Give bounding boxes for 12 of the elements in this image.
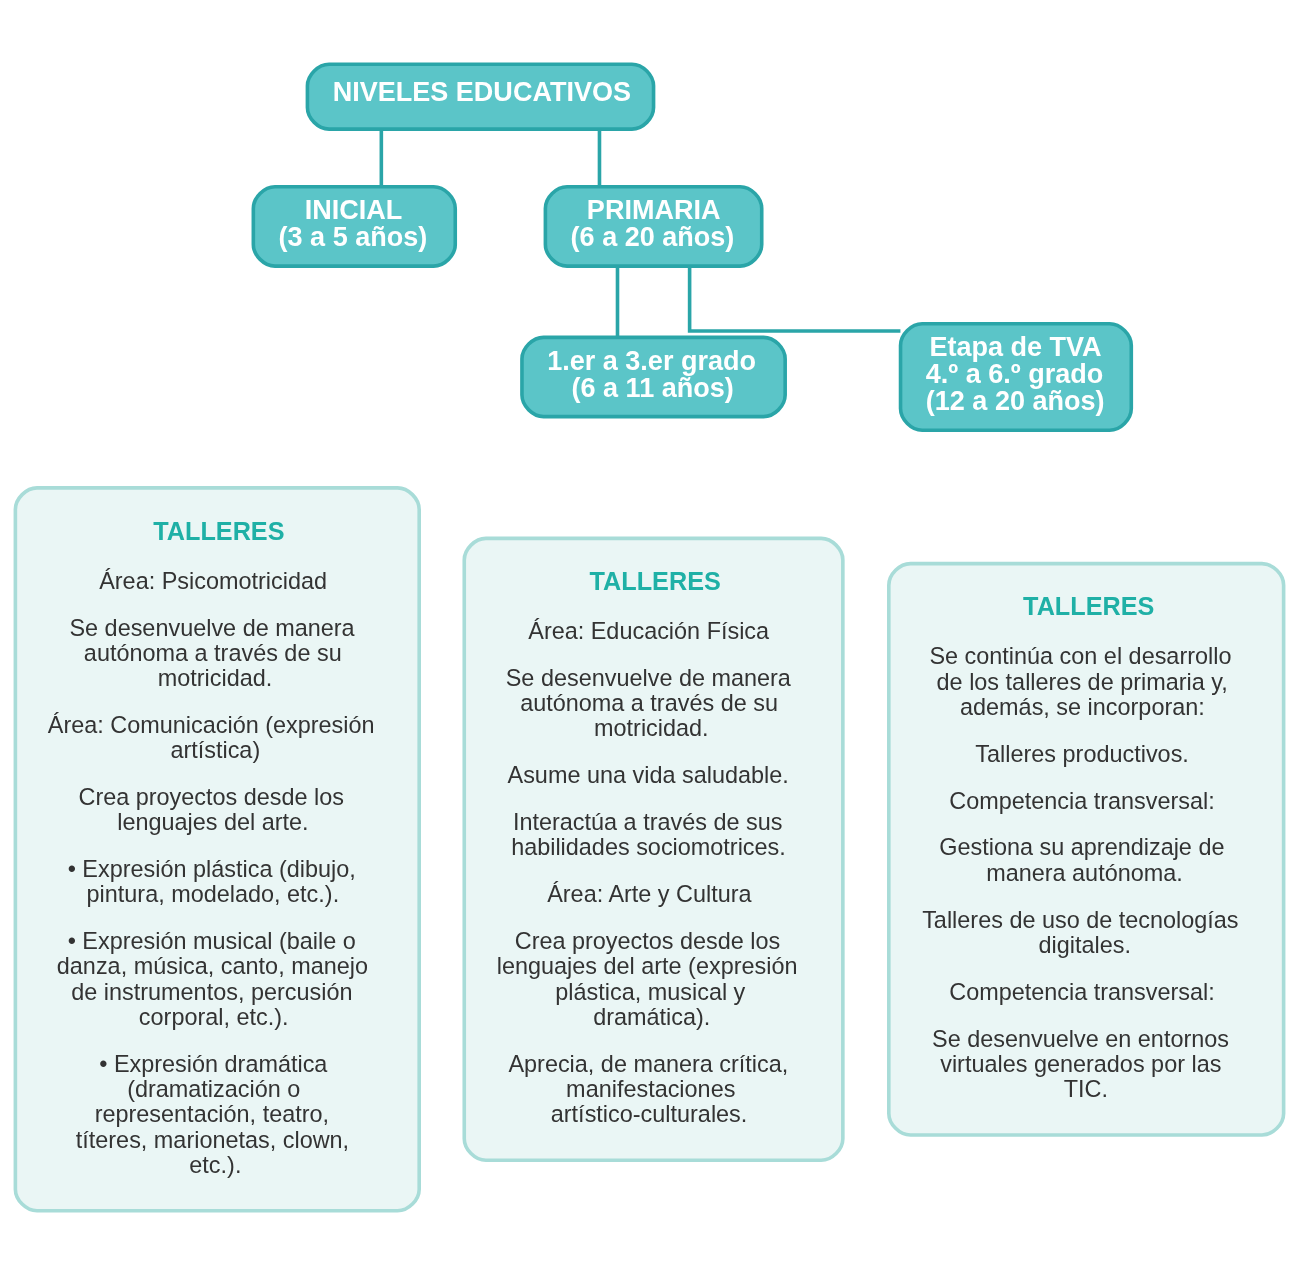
node-box: TALLERES Se continúa con el desarrollo de los talleres de primaria y, además, se incorporan: Talleres productivos. Competencia transversal: Gestiona su aprendizaje de manera autónoma. Talleres de uso de tecnologías digitales. Competencia transversal: Se desenvuelve en entornos virtuales generados por las TIC. bbox=[887, 561, 1286, 1137]
connector bbox=[597, 129, 602, 187]
node-box: TALLERES Área: Educación Física Se desenvuelve de manera autónoma a través de su motricidad. Asume una vida saludable. Interactúa a través de sus habilidades sociomotrices. Área: Arte y Cultura Crea proyectos desde los lenguajes del arte (expresión plástica, musical y dramática). Aprecia, de manera crítica, manifestaciones artístico-culturales. bbox=[462, 536, 845, 1163]
connector bbox=[687, 266, 901, 333]
node-box: NIVELES EDUCATIVOS bbox=[305, 62, 656, 131]
node-box: PRIMARIA (6 a 20 años) bbox=[543, 185, 764, 268]
node-box: Etapa de TVA 4.º a 6.º grado (12 a 20 años) bbox=[898, 322, 1134, 432]
node-box: 1.er a 3.er grado (6 a 11 años) bbox=[520, 335, 787, 419]
connector bbox=[615, 266, 620, 338]
node-box: TALLERES Área: Psicomotricidad Se desenvuelve de manera autónoma a través de su motricidad. Área: Comunicación (expresión artística) Crea proyectos desde los lenguajes del arte. • Expresión plástica (dibujo, pintura, modelado, etc.). • Expresión musical (baile o danza, música, canto, manejo de instrumentos, percusión corporal, etc.). • Expresión dramática (dramatización o representación, teatro, títeres, marionetas, clown, etc.). bbox=[13, 486, 421, 1213]
connector bbox=[379, 129, 384, 187]
node-box: INICIAL (3 a 5 años) bbox=[251, 185, 458, 268]
